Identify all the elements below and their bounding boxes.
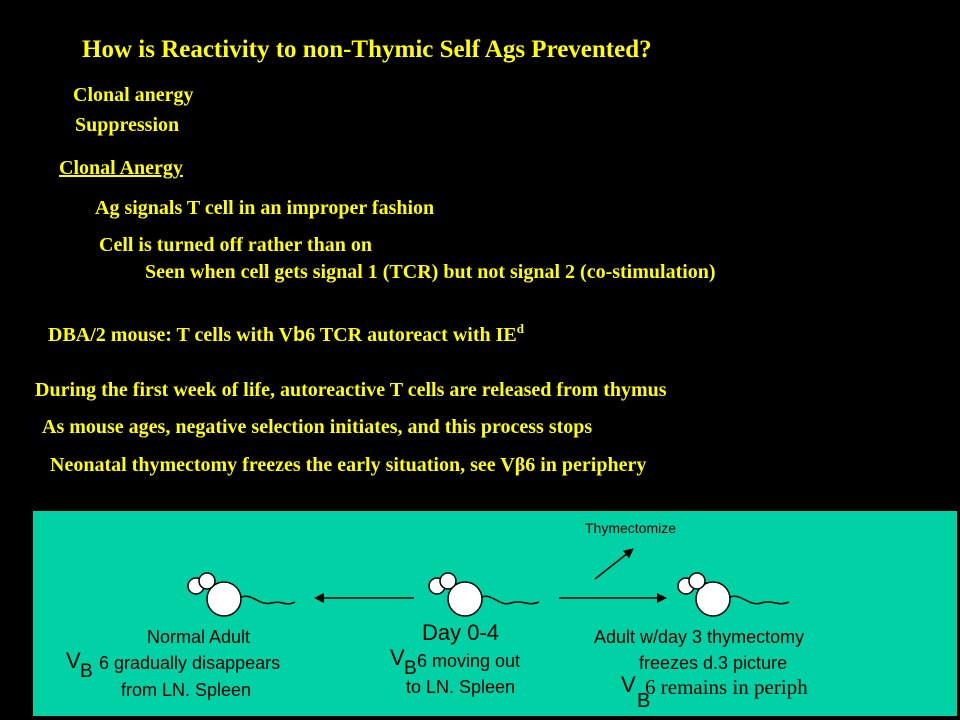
mechanism-suppression: Suppression [75, 114, 180, 136]
center-line-2: 6 moving out [417, 651, 521, 671]
dba-greek: b [293, 324, 306, 346]
finding-first-week: During the first week of life, autoreact… [35, 379, 667, 401]
right-cell-icon [677, 572, 790, 617]
dba-middle: 6 TCR autoreact with IE [305, 324, 517, 346]
right-b-subscript: B [637, 690, 651, 712]
diagram-drawing [187, 548, 790, 617]
page-title: How is Reactivity to non-Thymic Self Ags… [82, 36, 652, 63]
arrow-thymectomize [594, 548, 634, 580]
neonatal-suffix: 6 in periphery [525, 454, 647, 476]
point-improper-fashion: Ag signals T cell in an improper fashion [95, 197, 435, 219]
neonatal-greek: β [514, 454, 526, 476]
right-v-letter: V [621, 672, 636, 697]
left-line-3: from LN. Spleen [121, 680, 252, 700]
center-line-3: to LN. Spleen [406, 677, 516, 697]
thymectomy-diagram: Thymectomize Normal Adult V B 6 graduall… [33, 511, 957, 716]
mechanism-clonal-anergy: Clonal anergy [73, 84, 194, 106]
center-cell-icon [428, 572, 540, 617]
point-turned-off: Cell is turned off rather than on [99, 234, 372, 256]
section-heading: Clonal Anergy [59, 157, 183, 179]
left-v-letter: V [66, 648, 81, 673]
dba-superscript: d [516, 321, 524, 336]
right-line-2: freezes d.3 picture [639, 653, 788, 673]
center-v-letter: V [390, 645, 405, 670]
left-line-2: 6 gradually disappears [99, 653, 281, 673]
center-b-subscript: B [404, 658, 417, 679]
dba-statement: DBA/2 mouse: T cells with Vb6 TCR autore… [48, 322, 524, 345]
left-b-subscript: B [80, 661, 93, 682]
neonatal-thymectomy: Neonatal thymectomy freezes the early si… [50, 455, 646, 475]
point-signal-1-2: Seen when cell gets signal 1 (TCR) but n… [145, 261, 716, 283]
right-line-1: Adult w/day 3 thymectomy [594, 627, 805, 647]
neonatal-prefix: Neonatal thymectomy freezes the early si… [50, 454, 515, 476]
center-line-1: Day 0-4 [422, 620, 500, 645]
right-line-3: 6 remains in periph [645, 675, 808, 699]
finding-negative-selection: As mouse ages, negative selection initia… [42, 416, 593, 438]
left-cell-icon [187, 572, 296, 617]
left-line-1: Normal Adult [147, 627, 251, 647]
dba-prefix: DBA/2 mouse: T cells with V [48, 324, 294, 346]
thymectomize-label: Thymectomize [585, 520, 677, 536]
